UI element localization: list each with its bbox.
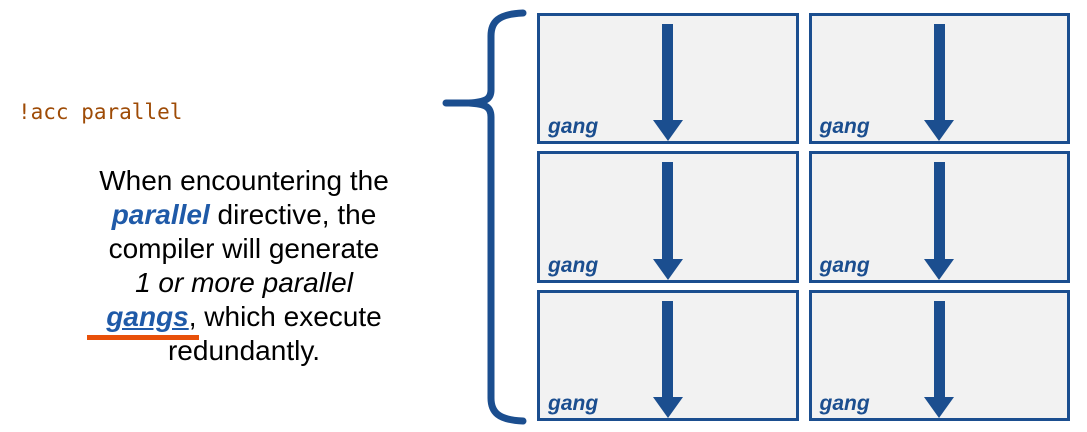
description-text-segment: When encountering the <box>99 165 389 196</box>
gangs-link[interactable]: gangs <box>87 301 199 340</box>
description-text-segment: redundantly. <box>167 335 321 366</box>
arrow-down-icon <box>652 300 683 418</box>
gang-label: gang <box>548 253 599 277</box>
gang-label: gang <box>819 253 870 277</box>
arrow-down-icon <box>652 162 683 280</box>
arrow-shaft <box>662 24 674 121</box>
arrow-head <box>924 258 955 280</box>
description-line-3: compiler will generate <box>38 232 450 266</box>
description-text-segment: , which execute <box>188 301 382 332</box>
arrow-shaft <box>933 300 945 397</box>
gang-label: gang <box>819 115 870 139</box>
description-line-1: When encountering the <box>38 164 450 198</box>
description-text-segment-italic: 1 or more parallel <box>135 267 353 298</box>
arrow-shaft <box>662 300 674 397</box>
arrow-head <box>924 396 955 418</box>
directive-code: !acc parallel <box>18 100 183 124</box>
description-text-segment: directive, the <box>209 199 377 230</box>
gang-label: gang <box>819 391 870 415</box>
arrow-head <box>652 258 683 280</box>
arrow-shaft <box>933 162 945 259</box>
arrow-down-icon <box>924 300 955 418</box>
arrow-head <box>924 120 955 142</box>
description-text-segment: compiler will generate <box>108 233 380 264</box>
description-line-4: 1 or more parallel <box>38 266 450 300</box>
gang-label: gang <box>548 115 599 139</box>
parallel-keyword: parallel <box>111 199 210 230</box>
arrow-shaft <box>933 24 945 121</box>
description-line-2: parallel directive, the <box>38 198 450 232</box>
arrow-head <box>652 396 683 418</box>
gang-box-4: gang <box>808 151 1070 283</box>
gang-grid: gang gang gang gang gang gang <box>537 13 1070 421</box>
gang-box-6: gang <box>808 289 1070 421</box>
description-line-6: redundantly. <box>38 334 450 368</box>
description-text: When encountering the parallel directive… <box>38 164 450 368</box>
gang-box-2: gang <box>808 13 1070 145</box>
gang-box-3: gang <box>537 151 799 283</box>
gang-label: gang <box>548 391 599 415</box>
description-line-5: gangs, which execute <box>38 300 450 340</box>
arrow-down-icon <box>652 24 683 142</box>
arrow-shaft <box>662 162 674 259</box>
gang-box-5: gang <box>537 289 799 421</box>
gang-box-1: gang <box>537 13 799 145</box>
arrow-down-icon <box>924 162 955 280</box>
curly-brace <box>442 9 527 425</box>
arrow-down-icon <box>924 24 955 142</box>
arrow-head <box>652 120 683 142</box>
